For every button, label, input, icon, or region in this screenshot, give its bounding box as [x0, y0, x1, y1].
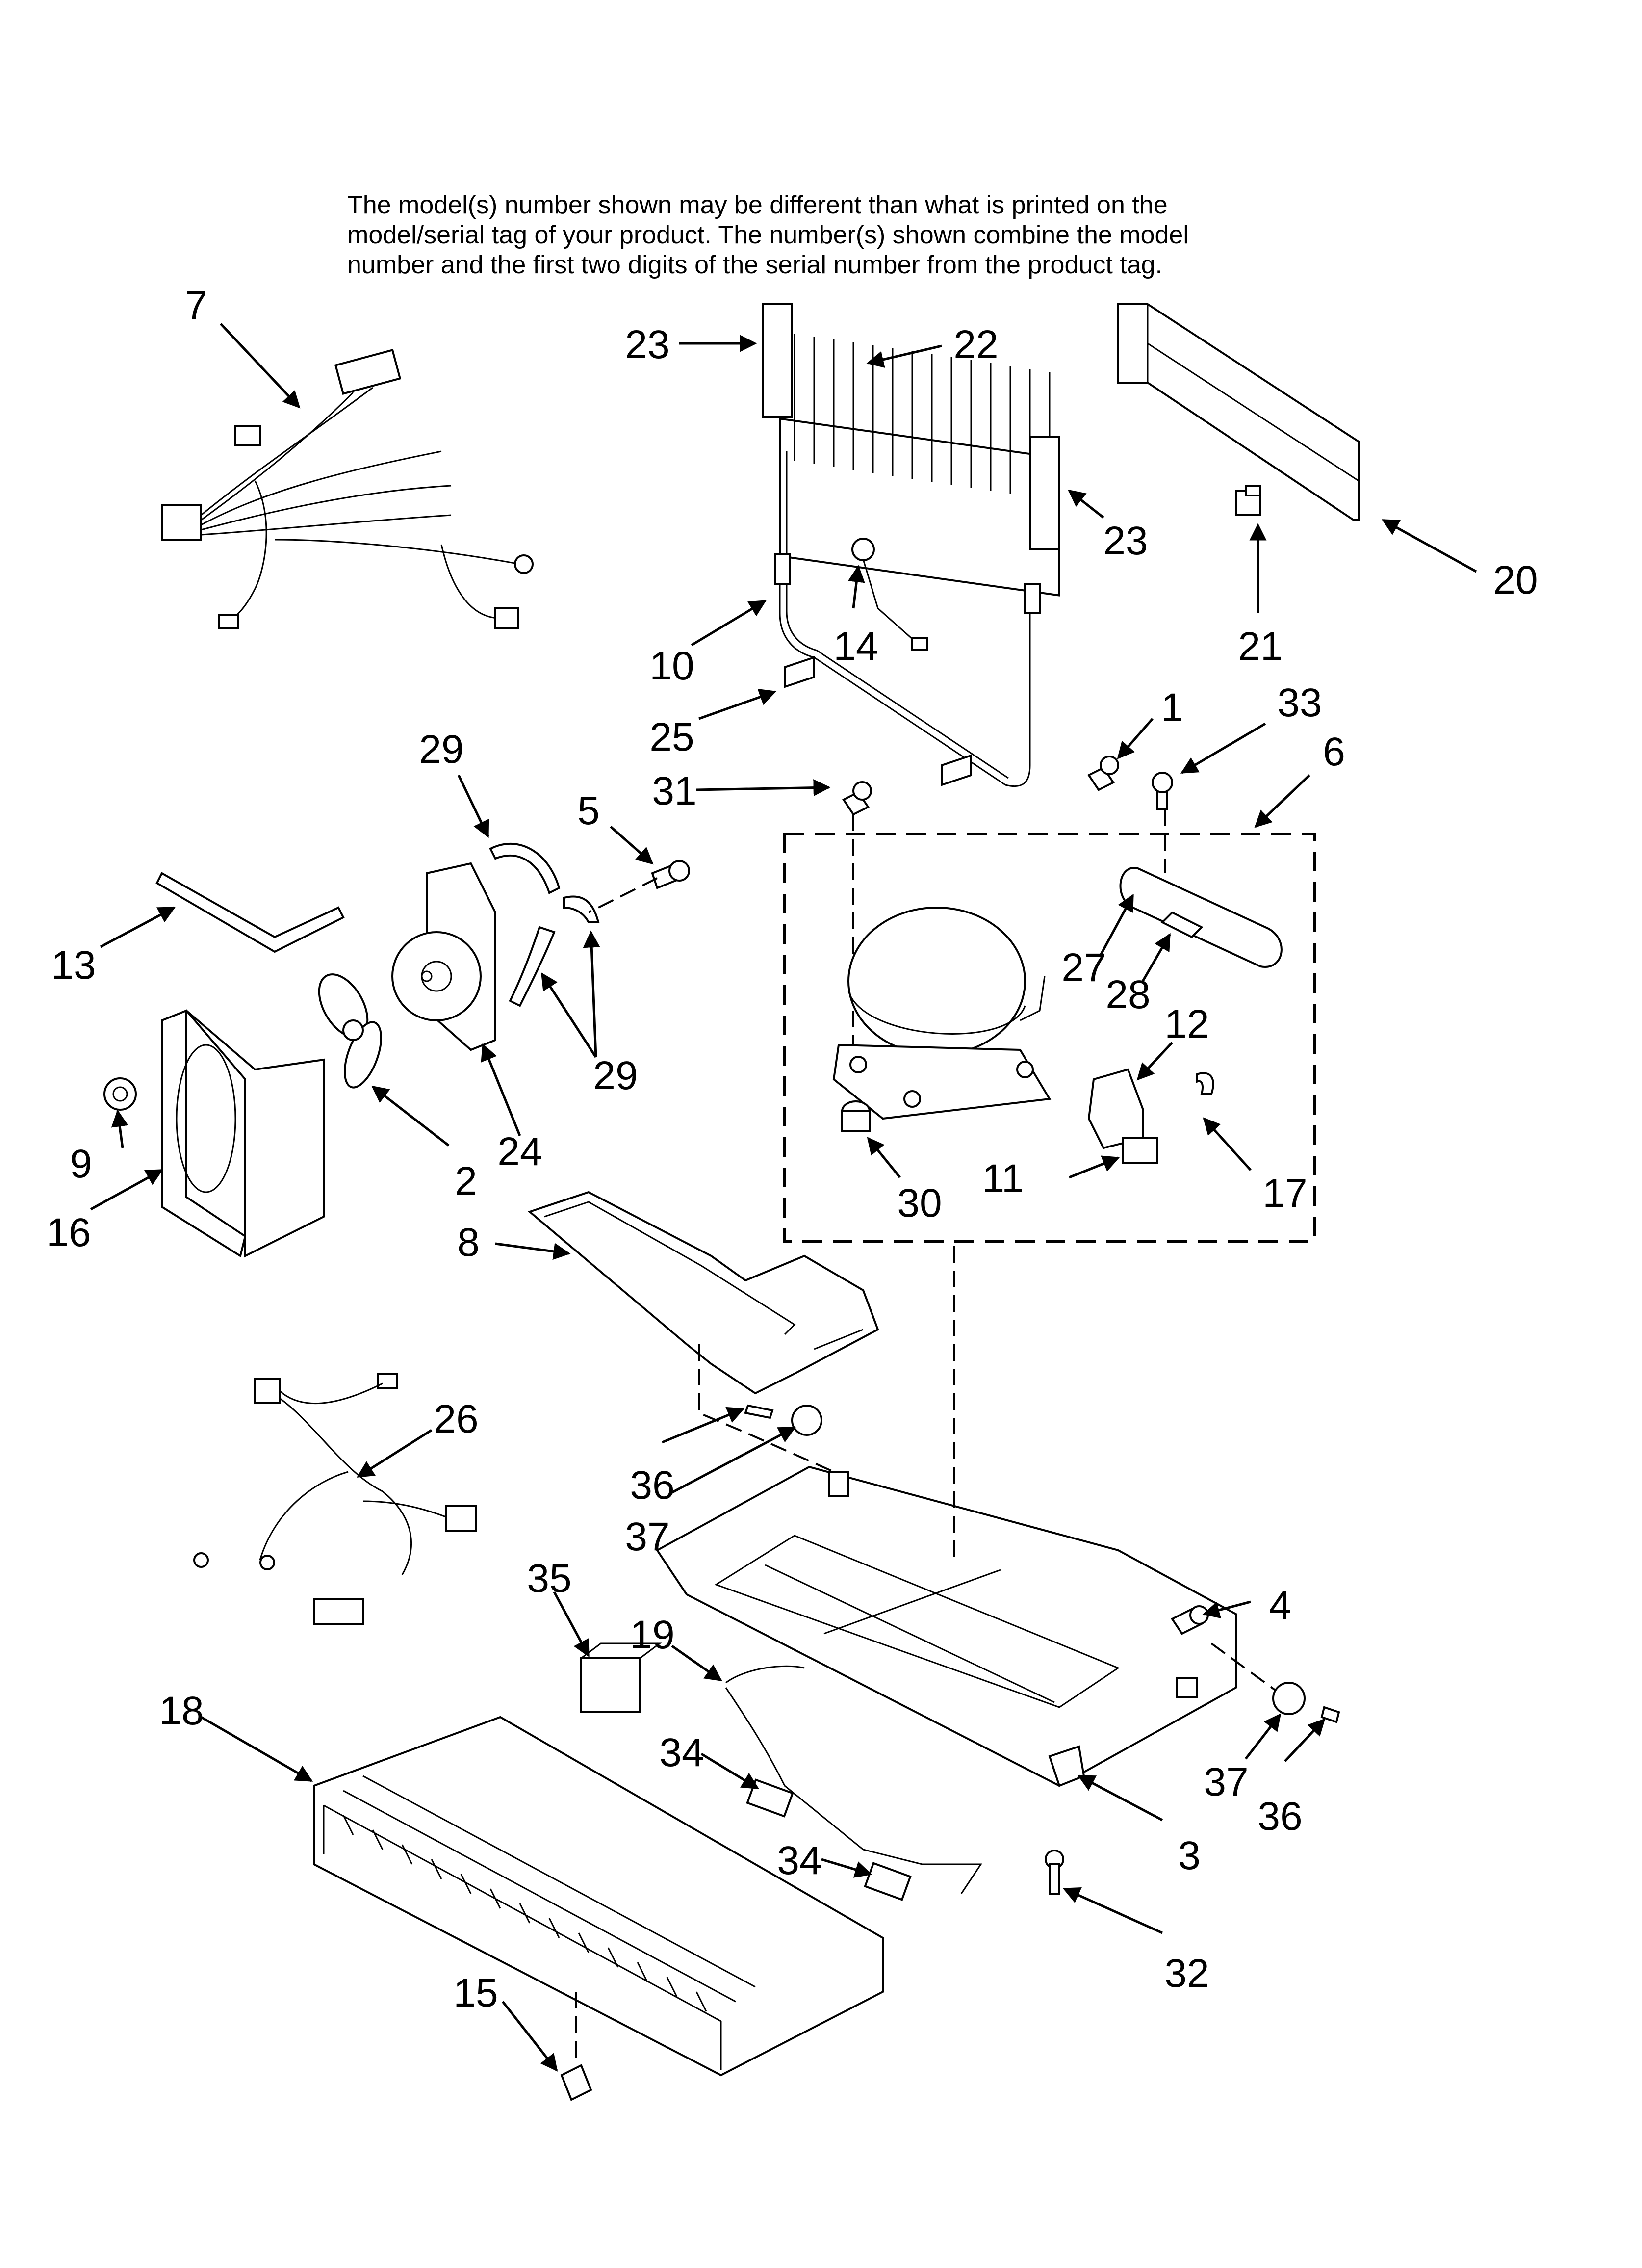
- callout-28: 28: [1105, 972, 1150, 1017]
- gasket-part: [155, 872, 345, 953]
- screw-part: [1087, 756, 1119, 791]
- foot-part: [1210, 1642, 1340, 1723]
- callout-7: 7: [185, 283, 207, 328]
- callout-32: 32: [1164, 1951, 1209, 1996]
- wiring-harness-part: [161, 349, 534, 629]
- callout-35: 35: [527, 1556, 571, 1601]
- callout-22: 22: [953, 322, 998, 367]
- callout-26: 26: [434, 1397, 478, 1441]
- callout-37: 37: [625, 1514, 669, 1559]
- callout-6: 6: [1323, 730, 1345, 774]
- leader-lines: [90, 323, 1477, 2072]
- callout-34: 34: [777, 1838, 821, 1883]
- callout-24: 24: [497, 1129, 542, 1174]
- callout-15: 15: [453, 1971, 498, 2015]
- drier-part: [1119, 809, 1283, 968]
- callout-3: 3: [1178, 1833, 1201, 1878]
- callout-36: 36: [1257, 1794, 1302, 1839]
- compressor-grommet-part: [841, 1100, 871, 1132]
- fan-blade-part: [318, 973, 382, 1089]
- callout-labels: 7 23 22 23 20 21 14 10 25 1 33 6 29 5 31…: [46, 283, 1538, 2015]
- evaporator-part: [762, 303, 1060, 597]
- callout-30: 30: [897, 1181, 942, 1225]
- compressor-part: [832, 814, 1052, 1120]
- clip-part: [560, 1992, 592, 2101]
- foam-block-part: [580, 1642, 662, 1713]
- callout-36: 36: [630, 1463, 674, 1508]
- callout-12: 12: [1164, 1002, 1209, 1046]
- defrost-heater-part: [774, 451, 1041, 787]
- callout-16: 16: [46, 1210, 91, 1255]
- fan-motor-part: [391, 862, 496, 1051]
- screw-part: [1152, 772, 1173, 810]
- relay-part: [1087, 1068, 1144, 1149]
- callout-10: 10: [649, 644, 694, 688]
- callout-19: 19: [630, 1613, 674, 1657]
- disclaimer-line-2: model/serial tag of your product. The nu…: [347, 221, 1189, 249]
- callout-37: 37: [1204, 1760, 1248, 1804]
- callout-2: 2: [455, 1159, 477, 1203]
- disclaimer-line-3: number and the first two digits of the s…: [347, 251, 1162, 279]
- callout-17: 17: [1262, 1171, 1307, 1216]
- callout-9: 9: [70, 1142, 92, 1186]
- overload-part: [1122, 1137, 1158, 1164]
- relay-cover-part: [1196, 1072, 1214, 1095]
- clip-part: [1235, 485, 1261, 516]
- callout-23: 23: [1103, 519, 1148, 563]
- condenser-part: [313, 1716, 884, 2077]
- defrost-thermostat-part: [851, 538, 928, 651]
- disclaimer-line-1: The model(s) number shown may be differe…: [347, 191, 1168, 219]
- screw-part: [1045, 1850, 1064, 1895]
- drain-pan-part: [527, 1191, 879, 1395]
- callout-34: 34: [659, 1730, 704, 1775]
- control-cover-part: [1117, 303, 1360, 521]
- screw-part: [588, 860, 690, 913]
- power-harness-part: [193, 1373, 477, 1625]
- callout-4: 4: [1269, 1583, 1291, 1628]
- callout-33: 33: [1277, 680, 1322, 725]
- callout-13: 13: [51, 943, 96, 988]
- callout-25: 25: [649, 715, 694, 759]
- callout-8: 8: [457, 1220, 480, 1265]
- callout-29: 29: [419, 727, 463, 772]
- callout-5: 5: [577, 788, 600, 833]
- grommet-part: [103, 1077, 137, 1111]
- callout-14: 14: [833, 624, 878, 669]
- callout-29: 29: [593, 1053, 638, 1098]
- callout-21: 21: [1238, 624, 1283, 669]
- compressor-assembly-box: [783, 833, 1316, 1243]
- callout-1: 1: [1161, 685, 1183, 730]
- callout-20: 20: [1493, 558, 1538, 602]
- fan-shroud-part: [161, 1009, 325, 1258]
- callout-18: 18: [159, 1689, 204, 1733]
- motor-bracket-part: [489, 843, 600, 1007]
- callout-27: 27: [1061, 945, 1106, 990]
- foot-part: [744, 1404, 822, 1436]
- callout-11: 11: [982, 1156, 1024, 1201]
- disclaimer-note: The model(s) number shown may be differe…: [347, 190, 1475, 280]
- base-plate-part: [656, 1246, 1237, 1787]
- callout-31: 31: [652, 769, 696, 813]
- screw-part: [842, 781, 872, 816]
- callout-23: 23: [625, 322, 669, 367]
